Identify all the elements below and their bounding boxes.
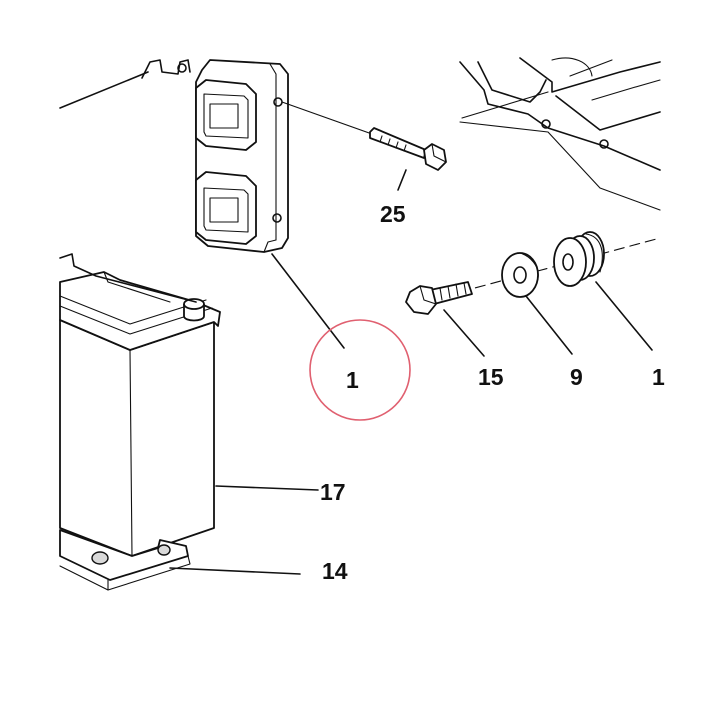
- bolt-part-15: [405, 281, 473, 315]
- washer-part-9: [501, 252, 539, 298]
- callout-edge: 1: [652, 364, 665, 390]
- battery-tray-part-14: [59, 529, 191, 591]
- leader-1: [271, 253, 345, 349]
- callout-25: 25: [380, 201, 406, 227]
- leader-grommet: [595, 281, 653, 351]
- leader-17: [215, 485, 319, 491]
- callout-14: 14: [322, 558, 348, 584]
- callout-9: 9: [570, 364, 583, 390]
- callout-1: 1: [346, 367, 359, 393]
- callout-15: 15: [478, 364, 504, 390]
- callout-17: 17: [320, 479, 346, 505]
- battery-part-17: [59, 253, 221, 557]
- leader-25: [397, 169, 407, 191]
- highlight-circle-1: [309, 319, 411, 421]
- control-module-part-1: [195, 59, 289, 253]
- axis-line-bolt-25: [281, 101, 373, 135]
- upper-right-housing: [459, 57, 661, 211]
- leader-offcanvas-top-left: [59, 71, 149, 109]
- leader-14: [169, 567, 301, 575]
- leader-9: [525, 295, 573, 355]
- bolt-part-25: [369, 127, 447, 171]
- module-bracket: [141, 59, 191, 79]
- leader-15: [443, 309, 485, 357]
- grommet-part: [553, 231, 605, 287]
